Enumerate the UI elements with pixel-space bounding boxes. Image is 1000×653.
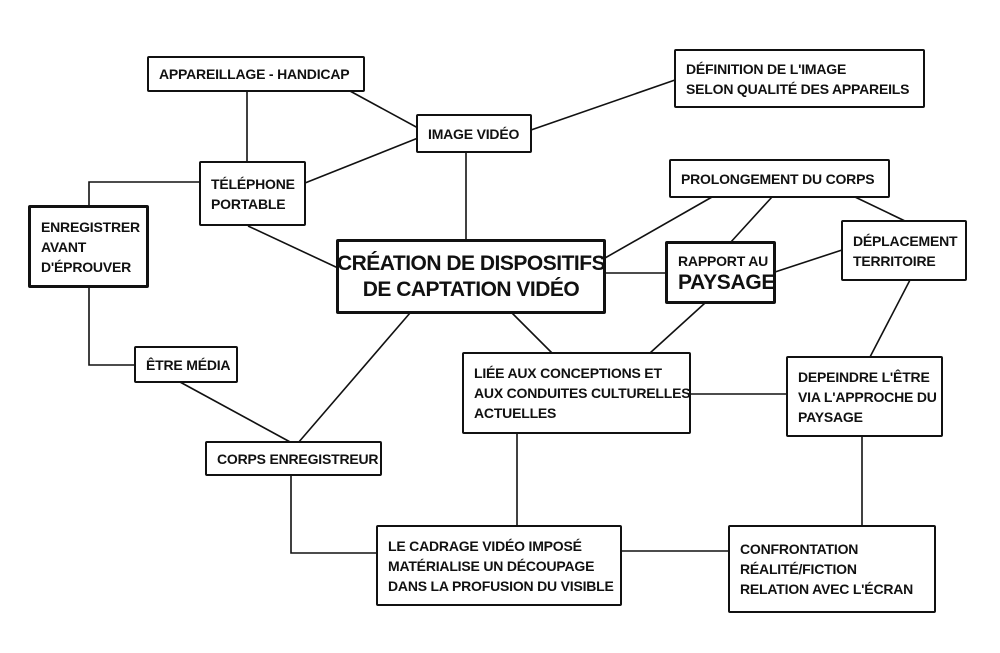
node-definition-image-line-1: DÉFINITION DE L'IMAGE (686, 60, 847, 77)
node-appareillage-handicap-line-1: APPAREILLAGE - HANDICAP (159, 66, 350, 82)
edge-rapport-deplacement (774, 249, 843, 273)
node-telephone-portable-line-1: TÉLÉPHONE (211, 175, 295, 192)
node-liee-line-1: LIÉE AUX CONCEPTIONS ET (474, 365, 662, 381)
edge-telephone-imagevideo (304, 137, 419, 184)
node-cadrage-line-1: LE CADRAGE VIDÉO IMPOSÉ (388, 537, 582, 554)
node-creation-dispositifs: CRÉATION DE DISPOSITIFS DE CAPTATION VID… (336, 239, 606, 314)
node-deplacement-line-2: TERRITOIRE (853, 252, 936, 269)
edge-telephone-creation (247, 225, 339, 269)
edge-appareillage-imagevideo (349, 90, 419, 129)
edge-etremedia-corps (179, 381, 293, 444)
node-prolongement-corps: PROLONGEMENT DU CORPS (669, 159, 890, 198)
node-enregistrer-avant-eprouver: ENREGISTRER AVANT D'ÉPROUVER (28, 205, 149, 288)
node-rapport-line-2: PAYSAGE (678, 270, 776, 294)
node-corps-enregistreur-line-1: CORPS ENREGISTREUR (217, 450, 379, 467)
edge-enregistrer-etremedia (88, 288, 135, 366)
node-enregistrer-line-3: D'ÉPROUVER (41, 258, 132, 275)
node-definition-image: DÉFINITION DE L'IMAGE SELON QUALITÉ DES … (674, 49, 925, 108)
node-etre-media: ÊTRE MÉDIA (134, 346, 238, 383)
edge-deplacement-depeindre (869, 279, 911, 358)
node-confrontation-line-1: CONFRONTATION (740, 541, 859, 557)
node-etre-media-line-1: ÊTRE MÉDIA (146, 356, 231, 373)
node-depeindre-line-2: VIA L'APPROCHE DU (798, 388, 937, 405)
node-creation-line-2: DE CAPTATION VIDÉO (362, 277, 580, 301)
edge-imagevideo-definition (530, 79, 676, 131)
node-confrontation-line-3: RELATION AVEC L'ÉCRAN (740, 581, 914, 597)
edge-creation-prolongement (604, 196, 713, 259)
node-depeindre-line-1: DEPEINDRE L'ÊTRE (798, 368, 930, 385)
node-confrontation: CONFRONTATION RÉALITÉ/FICTION RELATION A… (728, 525, 936, 613)
node-liee-line-3: ACTUELLES (474, 405, 557, 421)
node-cadrage-video: LE CADRAGE VIDÉO IMPOSÉ MATÉRIALISE UN D… (376, 525, 622, 606)
node-confrontation-line-2: RÉALITÉ/FICTION (740, 561, 857, 577)
edge-prolongement-rapport (729, 196, 773, 244)
node-rapport-paysage: RAPPORT AU PAYSAGE (665, 241, 776, 304)
edge-corps-cadrage (290, 475, 377, 554)
node-image-video: IMAGE VIDÉO (416, 114, 532, 153)
node-corps-enregistreur: CORPS ENREGISTREUR (205, 441, 382, 476)
node-deplacement-territoire: DÉPLACEMENT TERRITOIRE (841, 220, 967, 281)
edge-telephone-enregistrer (88, 181, 200, 205)
node-telephone-portable: TÉLÉPHONE PORTABLE (199, 161, 306, 226)
node-appareillage-handicap: APPAREILLAGE - HANDICAP (147, 56, 365, 92)
node-image-video-line-1: IMAGE VIDÉO (428, 125, 520, 142)
node-deplacement-line-1: DÉPLACEMENT (853, 232, 958, 249)
node-creation-line-1: CRÉATION DE DISPOSITIFS (336, 251, 606, 275)
node-prolongement-corps-line-1: PROLONGEMENT DU CORPS (681, 170, 875, 187)
node-rapport-line-1: RAPPORT AU (678, 252, 769, 269)
node-definition-image-line-2: SELON QUALITÉ DES APPAREILS (686, 80, 910, 97)
node-cadrage-line-2: MATÉRIALISE UN DÉCOUPAGE (388, 557, 595, 574)
node-cadrage-line-3: DANS LA PROFUSION DU VISIBLE (388, 577, 614, 594)
node-depeindre-etre: DEPEINDRE L'ÊTRE VIA L'APPROCHE DU PAYSA… (786, 356, 943, 437)
edge-prolongement-deplacement (854, 196, 906, 222)
node-depeindre-line-3: PAYSAGE (798, 408, 863, 425)
node-enregistrer-line-1: ENREGISTRER (41, 218, 140, 235)
node-telephone-portable-line-2: PORTABLE (211, 195, 286, 212)
edge-creation-liee (511, 312, 553, 354)
node-liee-conceptions: LIÉE AUX CONCEPTIONS ET AUX CONDUITES CU… (462, 352, 691, 434)
node-liee-line-2: AUX CONDUITES CULTURELLES (474, 385, 691, 401)
edge-creation-corps (297, 312, 411, 444)
edge-rapport-liee (649, 302, 706, 354)
node-enregistrer-line-2: AVANT (41, 238, 87, 255)
